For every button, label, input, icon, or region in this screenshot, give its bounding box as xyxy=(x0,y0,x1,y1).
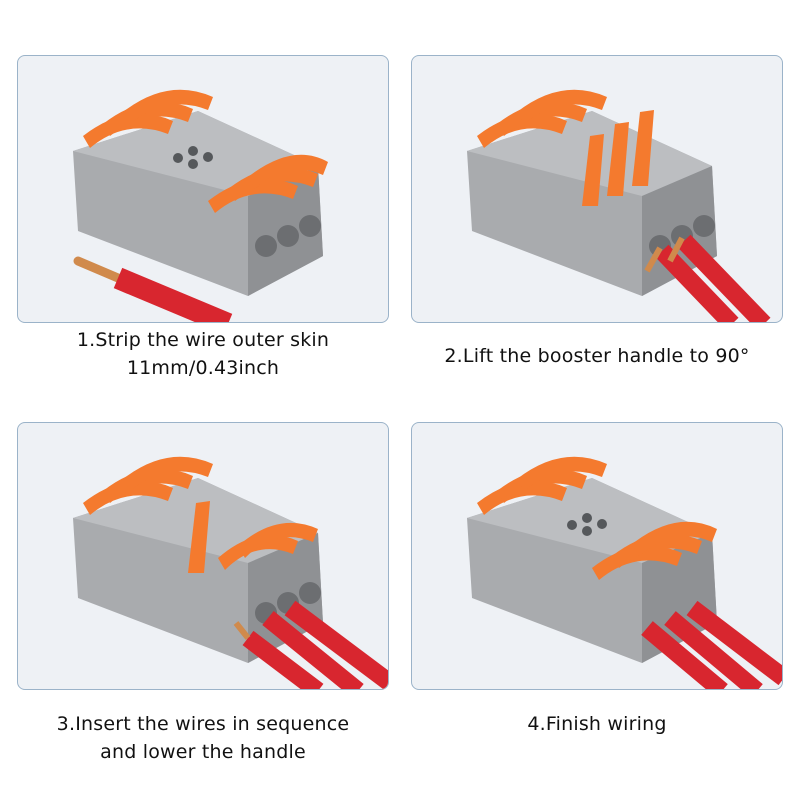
connector-illustration xyxy=(467,89,771,322)
caption-line: 3.Insert the wires in sequence xyxy=(56,713,350,735)
step-3-image xyxy=(17,422,389,690)
caption-line: 1.Strip the wire outer skin xyxy=(76,329,330,351)
caption-line: and lower the handle xyxy=(100,741,306,763)
connector-illustration xyxy=(73,456,388,689)
step-2-image xyxy=(411,55,783,323)
connector-illustration xyxy=(73,89,328,322)
step-1-caption: 1.Strip the wire outer skin 11mm/0.43inc… xyxy=(17,326,389,382)
step-2-caption: 2.Lift the booster handle to 90° xyxy=(411,342,783,370)
step-4-image xyxy=(411,422,783,690)
caption-line: 4.Finish wiring xyxy=(527,713,667,735)
step-4-caption: 4.Finish wiring xyxy=(411,710,783,738)
step-3-caption: 3.Insert the wires in sequence and lower… xyxy=(17,710,389,766)
caption-line: 11mm/0.43inch xyxy=(126,357,280,379)
connector-illustration xyxy=(467,456,782,689)
caption-line: 2.Lift the booster handle to 90° xyxy=(444,345,750,367)
step-1-image xyxy=(17,55,389,323)
